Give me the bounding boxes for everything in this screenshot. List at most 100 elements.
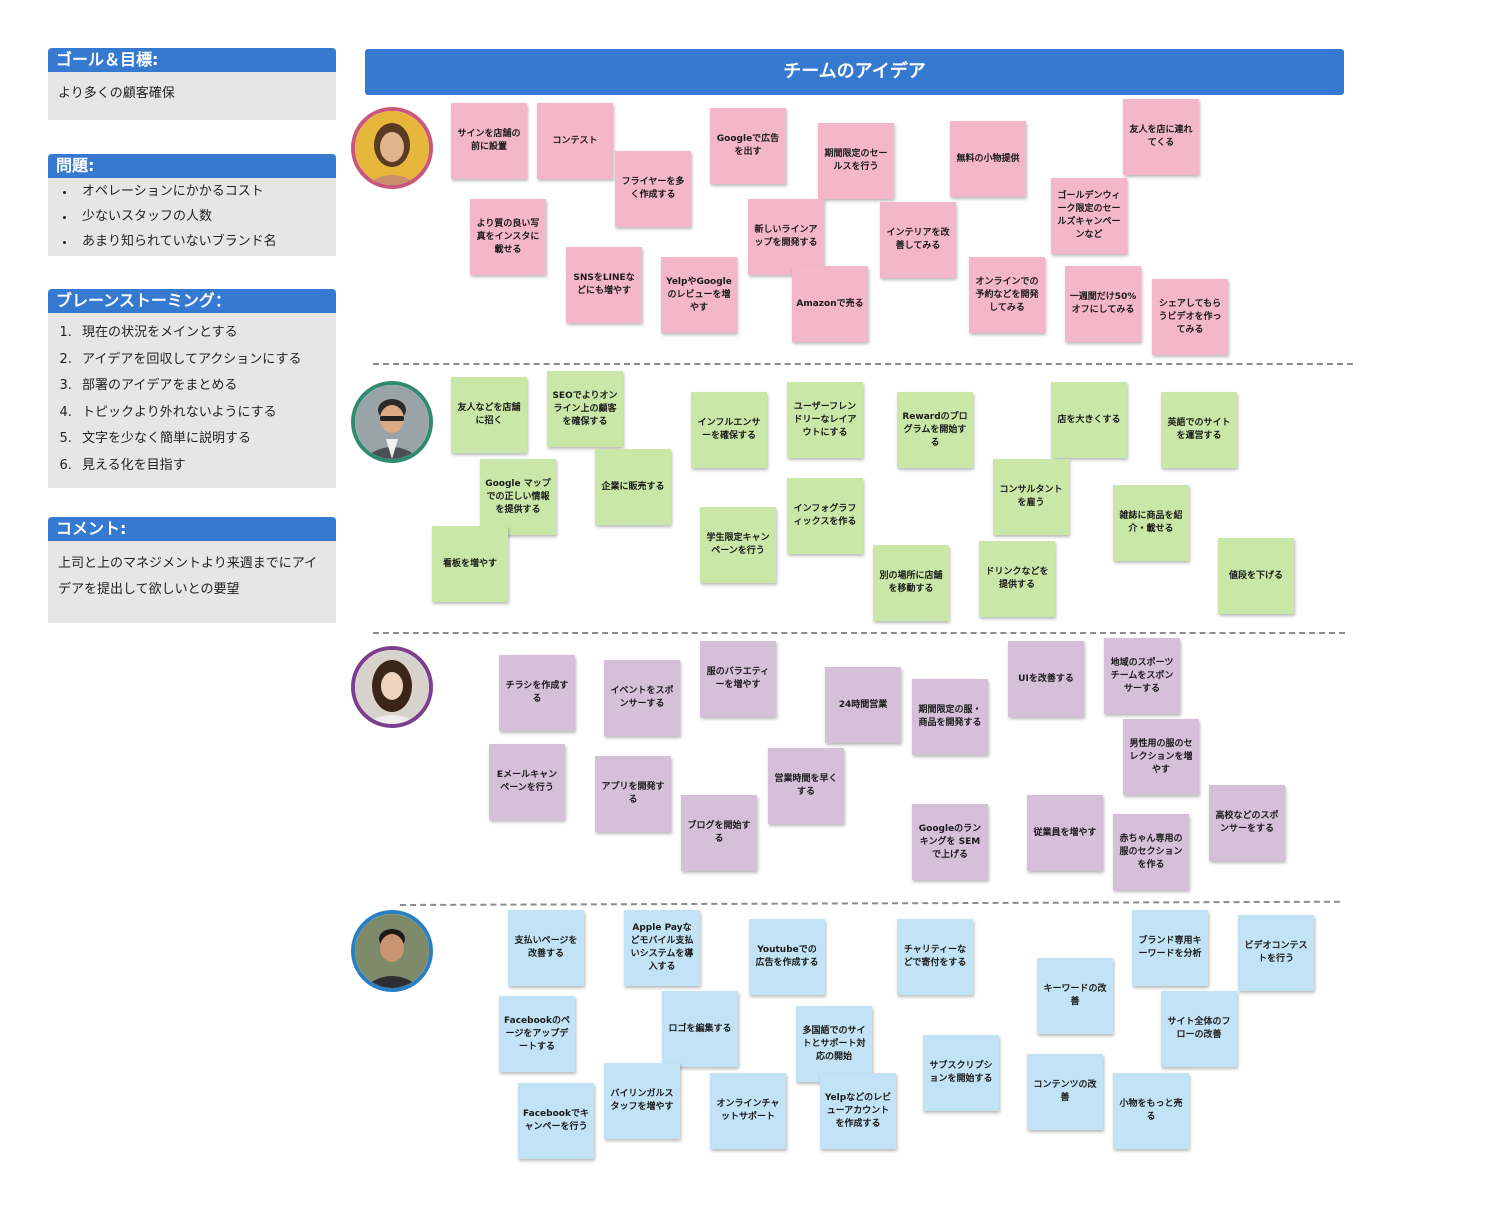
sticky-note[interactable]: 友人などを店舗に招く [451, 377, 527, 453]
sticky-note[interactable]: 男性用の服のセレクションを増やす [1123, 719, 1199, 795]
sticky-note[interactable]: イベントをスポンサーする [604, 660, 680, 736]
sticky-note[interactable]: コンテスト [537, 103, 613, 179]
sticky-note[interactable]: Amazonで売る [792, 266, 868, 342]
sticky-note[interactable]: 地域のスポーツチームをスポンサーする [1104, 638, 1180, 714]
sticky-note[interactable]: 別の場所に店舗を移動する [873, 545, 949, 621]
sticky-note[interactable]: 赤ちゃん専用の服のセクションを作る [1113, 814, 1189, 890]
sticky-note[interactable]: サブスクリプションを開始する [923, 1035, 999, 1111]
sticky-note[interactable]: SNSをLINEなどにも増やす [566, 247, 642, 323]
sticky-note[interactable]: 企業に販売する [595, 449, 671, 525]
sticky-note[interactable]: 従業員を増やす [1027, 795, 1103, 871]
sticky-note[interactable]: 多国語でのサイトとサポート対応の開始 [796, 1006, 872, 1082]
sticky-note[interactable]: キーワードの改善 [1037, 958, 1113, 1034]
problem-item: オペレーションにかかるコスト [76, 179, 326, 204]
goal-title: ゴール＆目標: [48, 48, 336, 72]
sticky-note[interactable]: 期間限定の服・商品を開発する [912, 679, 988, 755]
sticky-note[interactable]: ブログを開始する [681, 795, 757, 871]
sticky-note[interactable]: ビデオコンテストを行う [1238, 915, 1314, 991]
sticky-note[interactable]: コンサルタントを雇う [993, 459, 1069, 535]
sticky-note[interactable]: 一週間だけ50%オフにしてみる [1065, 266, 1141, 342]
sticky-note[interactable]: インテリアを改善してみる [880, 202, 956, 278]
sticky-note[interactable]: Facebookでキャンペーを行う [518, 1083, 594, 1159]
problem-item: あまり知られていないブランド名 [76, 229, 326, 254]
sticky-note[interactable]: 支払いページを改善する [508, 910, 584, 986]
sticky-note[interactable]: 無料の小物提供 [950, 121, 1026, 197]
sticky-note[interactable]: 高校などのスポンサーをする [1209, 785, 1285, 861]
team-member-avatar [351, 910, 433, 992]
sticky-note[interactable]: 友人を店に連れてくる [1123, 99, 1199, 175]
sticky-note[interactable]: オンラインでの予約などを開発してみる [969, 257, 1045, 333]
problem-item: 少ないスタッフの人数 [76, 204, 326, 229]
brainstorming-item: 現在の状況をメインとする [76, 320, 326, 347]
person-photo-icon [355, 385, 429, 459]
sticky-note[interactable]: 店を大きくする [1051, 382, 1127, 458]
brainstorming-panel: ブレーンストーミング： 現在の状況をメインとする アイデアを回収してアクションに… [48, 289, 336, 488]
sticky-note[interactable]: ドリンクなどを提供する [979, 541, 1055, 617]
sticky-note[interactable]: 英語でのサイトを運営する [1161, 392, 1237, 468]
brainstorming-title: ブレーンストーミング： [48, 289, 336, 313]
sticky-note[interactable]: Googleのランキングを SEMで上げる [912, 804, 988, 880]
sticky-note[interactable]: Rewardのプログラムを開始する [897, 392, 973, 468]
sticky-note[interactable]: フライヤーを多く作成する [615, 151, 691, 227]
sticky-note[interactable]: Googleで広告を出す [710, 108, 786, 184]
sticky-note[interactable]: アプリを開発する [595, 756, 671, 832]
sticky-note[interactable]: ロゴを編集する [662, 991, 738, 1067]
lane-divider [373, 632, 1345, 634]
person-photo-icon [355, 914, 429, 988]
person-photo-icon [355, 111, 429, 185]
sticky-note[interactable]: 値段を下げる [1218, 538, 1294, 614]
sticky-note[interactable]: インフルエンサーを確保する [691, 392, 767, 468]
sticky-note[interactable]: バイリンガルスタッフを増やす [604, 1063, 680, 1139]
sticky-note[interactable]: より質の良い写真をインスタに載せる [470, 199, 546, 275]
team-member-avatar [351, 646, 433, 728]
sticky-note[interactable]: UIを改善する [1008, 641, 1084, 717]
brainstorming-item: 文字を少なく簡単に説明する [76, 426, 326, 453]
sticky-note[interactable]: Yelpなどのレビューアカウントを作成する [820, 1073, 896, 1149]
comments-text: 上司と上のマネジメントより来週までにアイデアを提出して欲しいとの要望 [58, 556, 318, 597]
comments-panel: コメント: 上司と上のマネジメントより来週までにアイデアを提出して欲しいとの要望 [48, 517, 336, 623]
sticky-note[interactable]: 期間限定のセールスを行う [818, 123, 894, 199]
brainstorming-item: 見える化を目指す [76, 453, 326, 480]
person-photo-icon [355, 650, 429, 724]
sticky-note[interactable]: サインを店舗の前に設置 [451, 103, 527, 179]
team-member-avatar [351, 107, 433, 189]
problems-list: オペレーションにかかるコスト 少ないスタッフの人数 あまり知られていないブランド… [48, 178, 336, 262]
sticky-note[interactable]: 雑誌に商品を紹介・載せる [1113, 485, 1189, 561]
lane-divider [373, 363, 1353, 365]
sticky-note[interactable]: ブランド専用キーワードを分析 [1132, 910, 1208, 986]
brainstorming-item: トピックより外れないようにする [76, 400, 326, 427]
team-ideas-banner: チームのアイデア [365, 49, 1344, 95]
sticky-note[interactable]: シェアしてもらうビデオを作ってみる [1152, 279, 1228, 355]
brainstorming-list: 現在の状況をメインとする アイデアを回収してアクションにする 部署のアイデアをま… [48, 313, 336, 487]
sticky-note[interactable]: 24時間営業 [825, 667, 901, 743]
sticky-note[interactable]: オンラインチャットサポート [710, 1073, 786, 1149]
problems-title: 問題: [48, 154, 336, 178]
sticky-note[interactable]: Apple Payなどモバイル支払いシステムを導入する [624, 910, 700, 986]
sticky-note[interactable]: YelpやGoogleのレビューを増やす [661, 257, 737, 333]
sticky-note[interactable]: SEOでよりオンライン上の顧客を確保する [547, 371, 623, 447]
sticky-note[interactable]: チャリティーなどで寄付をする [897, 919, 973, 995]
sticky-note[interactable]: Facebookのページをアップデートする [499, 996, 575, 1072]
goal-text: より多くの顧客確保 [58, 86, 175, 101]
team-member-avatar [351, 381, 433, 463]
sticky-note[interactable]: チラシを作成する [499, 655, 575, 731]
sticky-note[interactable]: 学生限定キャンペーンを行う [700, 507, 776, 583]
sticky-note[interactable]: 看板を増やす [432, 526, 508, 602]
comments-title: コメント: [48, 517, 336, 541]
sticky-note[interactable]: 服のバラエティーを増やす [700, 641, 776, 717]
sticky-note[interactable]: ゴールデンウィーク限定のセールズキャンペーンなど [1051, 178, 1127, 254]
sticky-note[interactable]: 営業時間を早くする [768, 748, 844, 824]
brainstorming-item: アイデアを回収してアクションにする [76, 347, 326, 374]
sticky-note[interactable]: Youtubeでの広告を作成する [749, 919, 825, 995]
sticky-note[interactable]: 小物をもっと売る [1113, 1073, 1189, 1149]
brainstorming-item: 部署のアイデアをまとめる [76, 373, 326, 400]
sticky-note[interactable]: ユーザーフレンドリーなレイアウトにする [787, 382, 863, 458]
problems-panel: 問題: オペレーションにかかるコスト 少ないスタッフの人数 あまり知られていない… [48, 154, 336, 256]
sticky-note[interactable]: 新しいラインアップを開発する [748, 199, 824, 275]
sticky-note[interactable]: インフォグラフィックスを作る [787, 478, 863, 554]
sticky-note[interactable]: Google マップでの正しい情報を提供する [480, 459, 556, 535]
goal-panel: ゴール＆目標: より多くの顧客確保 [48, 48, 336, 120]
sticky-note[interactable]: Eメールキャンペーンを行う [489, 744, 565, 820]
sticky-note[interactable]: サイト全体のフローの改善 [1161, 991, 1237, 1067]
sticky-note[interactable]: コンテンツの改善 [1027, 1054, 1103, 1130]
